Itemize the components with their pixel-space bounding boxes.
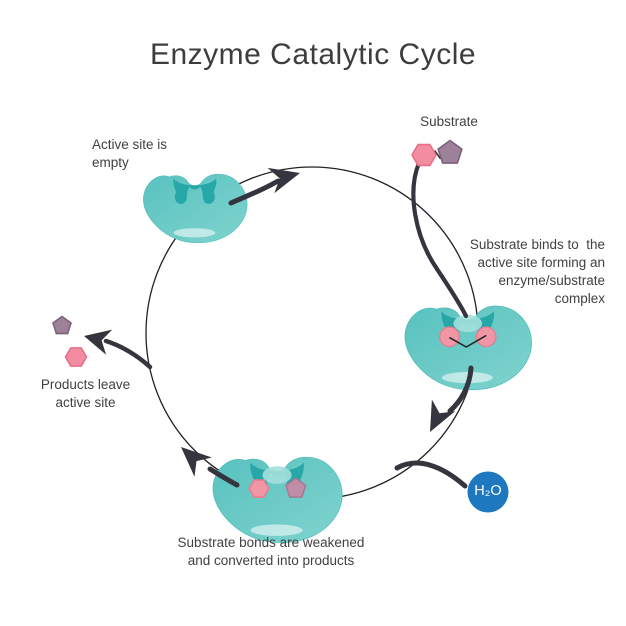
substrate-pentagon <box>437 139 463 164</box>
enzyme-substrate-complex <box>404 305 533 391</box>
substrate-molecule <box>411 139 463 167</box>
bound-substrate-left <box>439 326 460 348</box>
arrow-substrate-into-site <box>411 160 469 319</box>
product-hexagon-in-site <box>248 479 270 498</box>
page-title: Enzyme Catalytic Cycle <box>149 38 477 71</box>
label-active-site-empty: Active site is empty <box>92 137 168 170</box>
substrate-hexagon <box>411 143 437 167</box>
arrow-enzyme-to-top <box>228 167 300 206</box>
active-site-pocket <box>262 466 292 484</box>
product-pentagon <box>52 315 72 335</box>
arrow-complex-down <box>430 365 474 432</box>
substrate-bond <box>449 335 487 348</box>
h2o-molecule <box>467 471 509 513</box>
arrow-products-leave <box>84 329 153 370</box>
label-substrate-binds: Substrate binds to the active site formi… <box>469 237 605 306</box>
arrow-h2o-swoosh <box>394 460 468 489</box>
arrow-products-up-left <box>181 447 240 488</box>
label-bonds-weakened: Substrate bonds are weakened and convert… <box>177 535 365 568</box>
released-products <box>52 315 88 367</box>
product-pentagon-in-site <box>285 477 307 498</box>
label-products-leave: Products leave active site <box>40 377 131 410</box>
bound-substrate-right <box>475 326 497 348</box>
label-substrate: Substrate <box>420 114 478 129</box>
active-site-pocket <box>453 314 483 333</box>
label-h2o: H₂O <box>474 483 502 499</box>
product-hexagon <box>64 347 88 367</box>
enzyme-products-forming <box>212 456 343 544</box>
enzyme-active-site-empty <box>142 173 248 244</box>
